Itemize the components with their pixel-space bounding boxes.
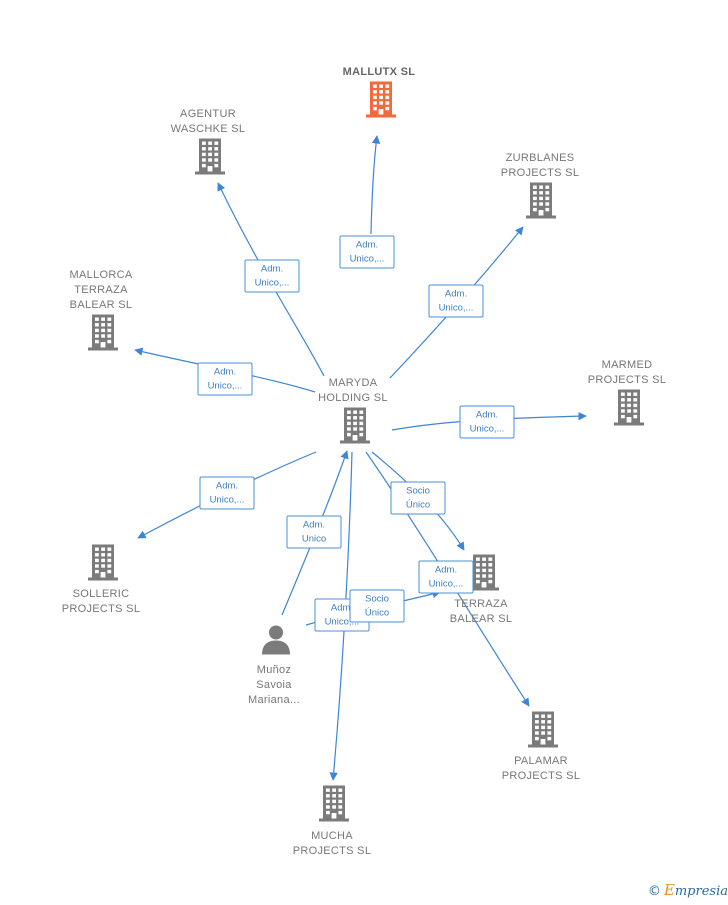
node-label-line: MARYDA [328, 377, 378, 389]
node-label-line: BALEAR SL [449, 613, 513, 625]
building-icon[interactable] [366, 81, 396, 123]
edge-label-maryda-palamar[interactable]: Adm. Unico,... [418, 560, 474, 594]
node-label-line: TERRAZA [74, 284, 128, 296]
edge-label-maryda-mallutx[interactable]: Adm. Unico,... [339, 235, 395, 269]
building-icon[interactable] [614, 389, 644, 431]
building-icon[interactable] [88, 314, 118, 356]
edge-label-maryda-solleric[interactable]: Adm. Unico,... [199, 476, 255, 510]
building-icon[interactable] [340, 407, 370, 449]
node-label-line: Mariana... [248, 694, 300, 706]
edge-label-text: Adm. [434, 564, 458, 576]
empresia-brand[interactable]: ©Empresia [648, 881, 728, 899]
node-label-line: PROJECTS SL [501, 770, 581, 782]
building-icon[interactable] [526, 182, 556, 224]
edge-label-text: Unico,... [254, 277, 290, 289]
edge-label-text: Unico,... [324, 616, 360, 628]
node-label-line: MARMED [601, 359, 653, 371]
node-label-line: Savoia [256, 679, 292, 691]
copyright-symbol: © [647, 884, 661, 899]
node-label-line: PROJECTS SL [292, 845, 372, 857]
edge-label-text: Adm. [475, 409, 499, 421]
node-label-line: AGENTUR [180, 108, 236, 120]
edge-label-text: Adm. [330, 602, 354, 614]
edge-label-text: Unico,... [349, 253, 385, 265]
node-label-line: MALLORCA [69, 269, 133, 281]
edge-label-maryda-zurblanes[interactable]: Adm. Unico,... [428, 284, 484, 318]
node-label-mallorca[interactable]: MALLORCA TERRAZA BALEAR SL [70, 268, 133, 313]
edge-label-text: Socio [365, 593, 389, 605]
node-label-line: WASCHKE SL [170, 123, 246, 135]
edge-label-text: Adm. [260, 263, 284, 275]
node-label-maryda[interactable]: MARYDA HOLDING SL [318, 376, 388, 406]
edges-layer [134, 135, 587, 781]
edge-label-text: Unico,... [438, 302, 474, 314]
edge-label-text: Único [405, 499, 431, 511]
edge-label-maryda-mallorca[interactable]: Adm. Unico,... [197, 362, 253, 396]
node-label-line: PROJECTS SL [500, 167, 580, 179]
node-label-line: TERRAZA [454, 598, 508, 610]
building-icon[interactable] [195, 138, 225, 180]
node-label-agentur[interactable]: AGENTUR WASCHKE SL [171, 107, 246, 137]
node-label-line: HOLDING SL [318, 392, 388, 404]
edge-label-maryda-marmed[interactable]: Adm. Unico,... [459, 405, 515, 439]
edge-label-munoz-maryda[interactable]: Adm. Unico [286, 515, 342, 549]
node-label-line: MUCHA [311, 830, 353, 842]
edge-label-text: Unico [301, 533, 327, 545]
edge-maryda-to-agentur [217, 182, 325, 377]
edge-label-text: Unico,... [207, 380, 243, 392]
node-label-line: PALAMAR [514, 755, 568, 767]
node-label-zurblanes[interactable]: ZURBLANES PROJECTS SL [501, 151, 580, 181]
node-label-mallutx[interactable]: MALLUTX SL [343, 65, 416, 80]
brand-name: mpresia [674, 884, 728, 899]
node-label-line: MALLUTX SL [342, 66, 416, 78]
edge-label-text: Socio [406, 485, 430, 497]
node-label-mucha[interactable]: MUCHA PROJECTS SL [293, 829, 372, 859]
building-icon[interactable] [528, 711, 558, 753]
edge-label-maryda-agentur[interactable]: Adm. Unico,... [244, 259, 300, 293]
node-label-marmed[interactable]: MARMED PROJECTS SL [588, 358, 667, 388]
node-label-palamar[interactable]: PALAMAR PROJECTS SL [502, 754, 581, 784]
edge-label-text: Adm. [302, 519, 326, 531]
edge-label-text: Adm. [355, 239, 379, 251]
node-label-solleric[interactable]: SOLLERIC PROJECTS SL [62, 587, 141, 617]
building-icon[interactable] [319, 785, 349, 827]
edge-maryda-to-mallutx [370, 135, 381, 235]
edge-label-text: Adm. [213, 366, 237, 378]
person-icon[interactable] [261, 625, 291, 660]
brand-initial: E [663, 881, 675, 899]
edge-label-text: Unico,... [209, 494, 245, 506]
edge-label-text: Único [364, 607, 390, 619]
edge-label-text: Unico,... [469, 423, 505, 435]
node-label-line: PROJECTS SL [61, 603, 141, 615]
node-label-line: BALEAR SL [69, 299, 133, 311]
edge-label-text: Unico,... [428, 578, 464, 590]
node-label-line: SOLLERIC [72, 588, 130, 600]
node-label-line: PROJECTS SL [587, 374, 667, 386]
node-label-terraza[interactable]: TERRAZA BALEAR SL [450, 597, 513, 627]
building-icon[interactable] [469, 554, 499, 596]
node-label-line: ZURBLANES [505, 152, 575, 164]
building-icon[interactable] [88, 544, 118, 586]
edge-label-text: Adm. [215, 480, 239, 492]
node-label-line: Muñoz [256, 664, 292, 676]
edge-label-text: Adm. [444, 288, 468, 300]
